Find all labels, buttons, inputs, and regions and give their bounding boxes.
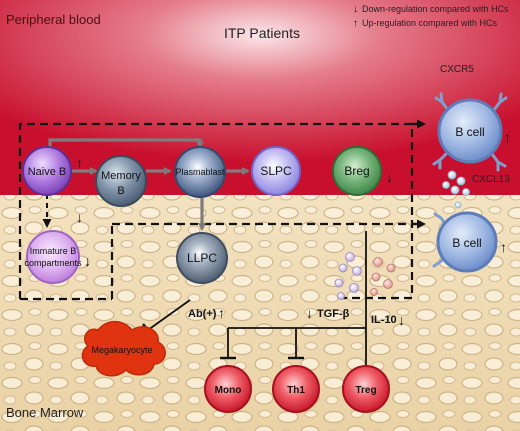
blood-b-cell-up-arrow: ↑ — [504, 129, 511, 145]
peripheral-blood-label: Peripheral blood — [6, 12, 101, 27]
il10-label: IL-10 — [371, 314, 397, 326]
cxcl13-dots — [442, 170, 470, 209]
tgf-beta-label: TGF-β — [317, 308, 350, 320]
mono-label: Mono — [215, 385, 242, 396]
legend: ↓ Down-regulation compared with HCs ↑ Up… — [353, 4, 509, 29]
memory-b-label-2: B — [117, 185, 124, 197]
breg-label: Breg — [344, 164, 369, 178]
blood-b-cell-label: B cell — [455, 125, 484, 139]
slpc-cell: SLPC — [251, 146, 301, 196]
marrow-b-cell-up-arrow: ↑ — [500, 239, 507, 255]
cxcr5-label: CXCR5 — [440, 64, 474, 75]
itp-patients-title: ITP Patients — [224, 25, 300, 41]
bone-marrow-label: Bone Marrow — [6, 405, 84, 420]
cxcl13-label: CXCL13 — [472, 174, 510, 185]
antibody-label: Ab(+) — [188, 308, 217, 320]
mono-cell: Mono — [204, 365, 252, 413]
il10-dots — [370, 257, 396, 296]
immature-b-label-2: compartments — [24, 258, 82, 268]
immature-b-cell: Immature B compartments ↓ — [24, 230, 91, 284]
legend-up-glyph: ↑ — [353, 18, 358, 29]
slpc-label: SLPC — [260, 164, 292, 178]
memory-b-cell: Memory B — [95, 155, 147, 207]
tgf-beta-down-arrow: ↓ — [306, 305, 313, 321]
treg-cell: Treg — [342, 365, 390, 413]
antibody-up-arrow: ↑ — [218, 305, 225, 321]
immature-b-down-arrow: ↓ — [84, 253, 91, 269]
blood-b-cell: B cell ↑ — [432, 92, 511, 172]
th1-cell: Th1 — [272, 365, 320, 413]
breg-cell: Breg ↓ — [332, 146, 393, 196]
breg-down-arrow: ↓ — [386, 169, 393, 185]
plasmablast-cell: Plasmablast — [174, 146, 226, 198]
breg-signaling — [227, 231, 371, 375]
treg-label: Treg — [355, 385, 376, 396]
il10-down-arrow: ↓ — [398, 312, 405, 328]
immature-b-label-1: Immature B — [30, 246, 77, 256]
legend-up-text: Up-regulation compared with HCs — [362, 18, 498, 28]
llpc-label: LLPC — [187, 251, 217, 265]
llpc-cell: LLPC — [176, 232, 228, 284]
naive-b-cell: Naive B ↑ — [22, 146, 83, 196]
cxcr5-receptors — [432, 92, 508, 172]
megakaryocyte: Megakaryocyte — [81, 320, 166, 377]
legend-down-text: Down-regulation compared with HCs — [362, 4, 509, 14]
naive-b-down-arrow: ↓ — [76, 209, 83, 225]
llpc-to-megakaryocyte-line — [147, 299, 191, 331]
naive-b-up-arrow: ↑ — [76, 155, 83, 171]
tgf-beta-dots — [334, 252, 362, 300]
plasmablast-label: Plasmablast — [175, 167, 225, 177]
memory-b-label-1: Memory — [101, 170, 141, 182]
naive-b-label: Naive B — [28, 166, 67, 178]
legend-down-glyph: ↓ — [353, 4, 358, 15]
th1-label: Th1 — [287, 385, 305, 396]
marrow-b-cell-label: B cell — [452, 236, 481, 250]
bone-texture — [0, 195, 520, 431]
marrow-b-cell: B cell ↑ — [432, 211, 507, 273]
megakaryocyte-label: Megakaryocyte — [91, 345, 152, 355]
